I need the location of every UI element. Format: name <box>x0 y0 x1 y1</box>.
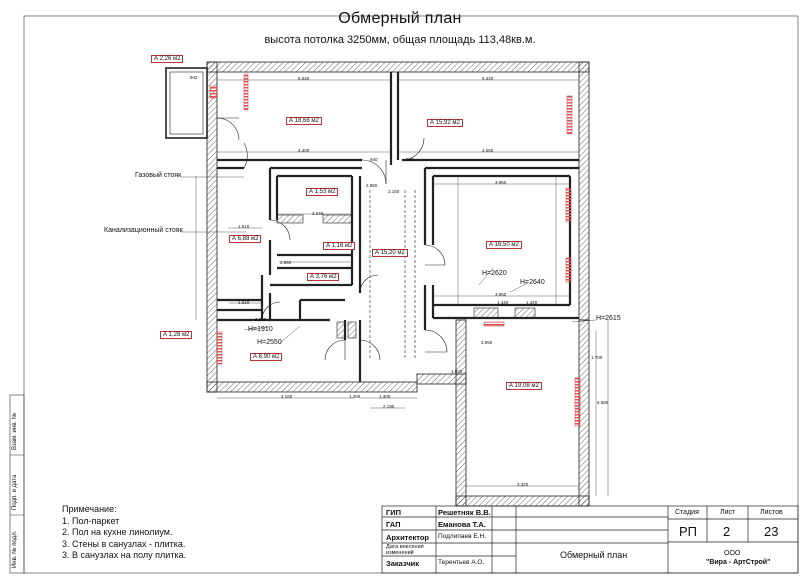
dimension-value: 1.510 <box>238 300 250 305</box>
room-area-tag: А 1,53 м2 <box>306 188 339 196</box>
dimension-value: 2.560 <box>280 260 292 265</box>
dimension-value: 1.700 <box>591 355 603 360</box>
dimension-value: 3.950 <box>495 292 507 297</box>
height-label: H=2620 <box>482 270 507 277</box>
height-label: H=1910 <box>248 326 273 333</box>
room-area-tag: А 2,26 м2 <box>151 55 184 63</box>
stamp-name: Подлипаев Е.Н. <box>438 533 487 540</box>
dimension-value: 6.540 <box>298 76 310 81</box>
room-area-tag: А 6,88 м2 <box>229 235 262 243</box>
stamp-role: Дата внесения изменений <box>386 544 424 556</box>
room-area-tag: А 1,16 м2 <box>323 242 356 250</box>
dimension-value: 2.190 <box>383 404 395 409</box>
dimension-value: 2.150 <box>388 189 400 194</box>
notes-heading: Примечание: <box>62 504 117 514</box>
note-item: 1. Пол-паркет <box>62 515 120 526</box>
room-area-tag: А 15,20 м2 <box>372 249 408 257</box>
dimension-value: 3.950 <box>495 180 507 185</box>
dimension-value: 6.580 <box>597 400 609 405</box>
wall-blocks <box>276 214 536 339</box>
balcony <box>165 67 208 139</box>
drawing-title: Обмерный план <box>338 10 462 27</box>
side-stamp-label: Взам. инв. № <box>12 412 18 450</box>
doors <box>216 117 448 361</box>
side-stamp-label: Инв. № подл. <box>12 530 18 568</box>
note-item: 3. В санузлах на полу плитка. <box>62 550 187 561</box>
inner-walls <box>217 72 579 382</box>
stamp-name: Еманова Т.А. <box>438 520 486 529</box>
stamp-sheet: 2 <box>723 524 731 539</box>
room-area-tag: А 19,08 м2 <box>506 382 542 390</box>
stamp-role: ГИП <box>386 508 402 517</box>
height-label: H=2615 <box>596 315 621 322</box>
stamp-role: ГАП <box>386 520 401 529</box>
gas-riser-label: Газовый стояк <box>135 172 182 179</box>
height-label: H=2640 <box>520 279 545 286</box>
dimension-value: 1.260 <box>349 394 361 399</box>
radiators <box>209 73 581 427</box>
note-item: 3. Стены в санузлах - плитка. <box>62 538 186 549</box>
dimension-value: 1.020 <box>451 369 463 374</box>
dimension-value: 5.420 <box>482 76 494 81</box>
room-area-tag: А 3,76 м2 <box>307 273 340 281</box>
dimension-value: 1.440 <box>497 300 509 305</box>
height-label: H=2550 <box>257 339 282 346</box>
outer-walls <box>206 61 590 507</box>
room-area-tag: А 16,50 м2 <box>486 241 522 249</box>
dimension-value: 3.320 <box>517 482 529 487</box>
stamp-name: Терентьев А.О. <box>438 559 485 566</box>
dimension-value: 940 <box>370 157 378 162</box>
dimension-value: 1.420 <box>526 300 538 305</box>
stamp-sheet-label: Лист <box>720 509 736 516</box>
stamp-org-line2: "Вира - АртСтрой" <box>706 559 771 566</box>
dimension-value: 940 <box>406 157 414 162</box>
room-area-tag: А 18,68 м2 <box>286 117 322 125</box>
side-stamp-label: Подп. и дата <box>12 474 18 510</box>
note-item: 2. Пол на кухне линолиум. <box>62 527 173 538</box>
stamp-stage: РП <box>679 524 698 539</box>
stamp-org-line1: ООО <box>724 550 741 557</box>
stamp-sheets: 23 <box>764 524 779 539</box>
dimension-value: 2.960 <box>366 183 378 188</box>
dimension-value: 2.550 <box>255 317 267 322</box>
dimension-value: 3.950 <box>481 340 493 345</box>
corridor-lines <box>369 190 416 360</box>
stamp-role: Заказчик <box>386 559 420 568</box>
dimension-value: 4.400 <box>298 148 310 153</box>
stamp-name: Решетняк В.В. <box>438 508 491 517</box>
stamp-sheet-title: Обмерный план <box>560 550 628 560</box>
dimension-value: 942 <box>190 75 198 80</box>
room-area-tag: А 8,90 м2 <box>250 353 283 361</box>
dimension-value: 2.246 <box>312 211 324 216</box>
room-area-tag: А 1,28 м2 <box>160 331 193 339</box>
stamp-stage-label: Стадия <box>675 509 699 516</box>
dimension-value: 1.510 <box>238 224 250 229</box>
dimension-value: 1.400 <box>379 394 391 399</box>
drawing-subtitle: высота потолка 3250мм, общая площадь 113… <box>264 34 536 46</box>
dimension-value: 4.550 <box>482 148 494 153</box>
sewer-riser-label: Канализационный стояк <box>104 227 183 234</box>
stamp-role: Архитектор <box>386 533 430 542</box>
dimension-value: 4.160 <box>281 394 293 399</box>
riser-leaders <box>181 176 246 233</box>
stamp-sheets-label: Листов <box>760 509 783 516</box>
notes-block: Примечание: 1. Пол-паркет 2. Пол на кухн… <box>62 504 186 562</box>
dimension-lines <box>195 79 609 496</box>
room-area-tag: А 15,92 м2 <box>427 119 463 127</box>
